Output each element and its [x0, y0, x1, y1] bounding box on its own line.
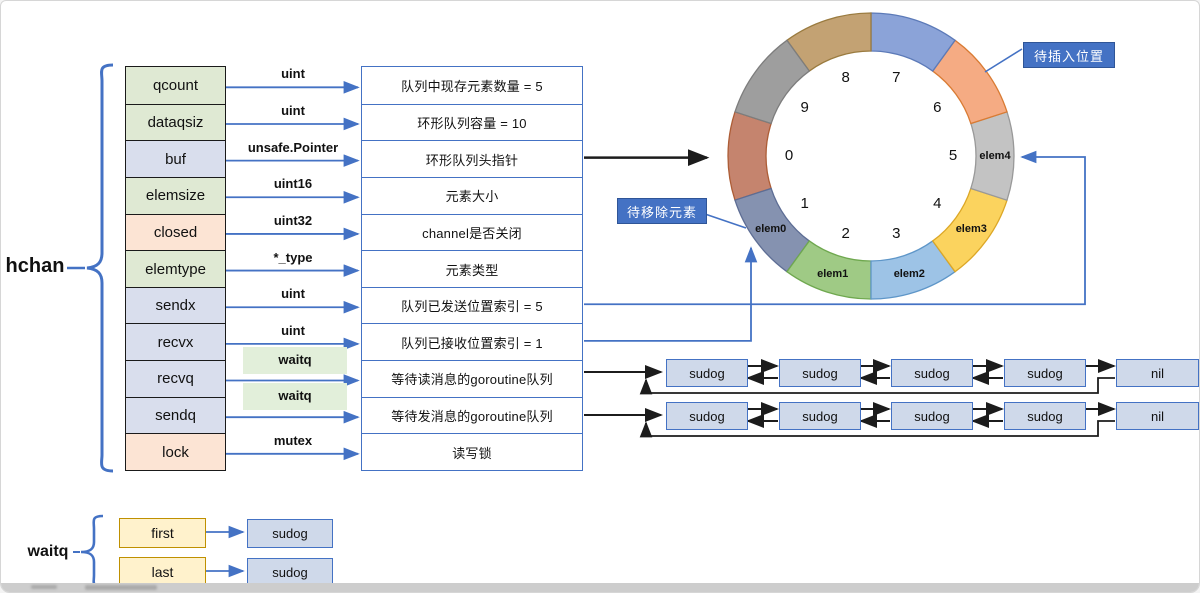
field-desc-closed: channel是否关闭 — [362, 213, 582, 251]
nil-node: nil — [1116, 359, 1199, 387]
field-type-highlight: waitq — [243, 346, 347, 374]
field-desc-recvq: 等待读消息的goroutine队列 — [362, 360, 582, 397]
watermark-bar — [1, 583, 1199, 592]
ring-index-label: 9 — [800, 98, 809, 116]
ring-elem-label: elem4 — [979, 150, 1011, 162]
hchan-field-sendx: sendx — [126, 286, 225, 324]
sudog-node: sudog — [666, 359, 748, 387]
ring-index-label: 4 — [933, 195, 942, 213]
hchan-field-buf: buf — [126, 140, 225, 177]
ring-index-label: 8 — [841, 69, 850, 86]
ring-elem-label: elem3 — [955, 222, 987, 235]
field-type-label: uint — [281, 286, 305, 302]
connector-arrows — [205, 48, 1116, 578]
waitq-sudog-box: sudog — [247, 519, 333, 548]
ring-index-label: 0 — [784, 147, 794, 164]
field-type-label: uint — [281, 102, 305, 118]
field-type-label: uint — [281, 66, 305, 82]
field-desc-sendq: 等待发消息的goroutine队列 — [362, 396, 582, 434]
waitq-first-box: first — [119, 518, 206, 548]
field-desc-lock: 读写锁 — [362, 433, 582, 471]
sudog-node: sudog — [891, 359, 973, 387]
watermark-smudge — [31, 585, 57, 589]
ring-elem-label: elem0 — [755, 222, 787, 235]
field-desc-buf: 环形队列头指针 — [362, 140, 582, 177]
ring-index-label: 6 — [933, 98, 942, 116]
field-type-label: mutex — [273, 432, 313, 448]
ring-index-label: 1 — [800, 195, 809, 213]
nil-node: nil — [1116, 402, 1199, 430]
hchan-field-qcount: qcount — [126, 67, 225, 104]
field-type-label: uint16 — [273, 176, 313, 192]
field-desc-elemsize: 元素大小 — [362, 176, 582, 214]
hchan-field-elemtype: elemtype — [126, 250, 225, 287]
ring-segment-8 — [786, 12, 872, 72]
remove-element-callout: 待移除元素 — [617, 198, 707, 224]
sudog-node: sudog — [779, 402, 861, 430]
watermark-smudge — [85, 585, 157, 590]
ring-elem-label: elem2 — [893, 267, 925, 280]
ring-index-label: 7 — [892, 69, 901, 86]
field-desc-sendx: 队列已发送位置索引 = 5 — [362, 286, 582, 324]
hchan-field-elemsize: elemsize — [126, 176, 225, 214]
ring-segment-7 — [870, 12, 956, 72]
ring-index-label: 3 — [892, 225, 901, 242]
waitq-title: waitq — [27, 543, 69, 560]
ring-index-label: 5 — [948, 147, 958, 164]
sudog-node: sudog — [891, 402, 973, 430]
field-type-label: uint32 — [273, 212, 313, 228]
field-desc-recvx: 队列已接收位置索引 = 1 — [362, 323, 582, 361]
field-type-label: *_type — [273, 249, 313, 265]
hchan-field-recvx: recvx — [126, 323, 225, 361]
hchan-field-closed: closed — [126, 213, 225, 251]
field-type-label: waitq — [278, 351, 312, 367]
hchan-field-sendq: sendq — [126, 396, 225, 434]
hchan-field-recvq: recvq — [126, 360, 225, 397]
sudog-node: sudog — [1004, 402, 1086, 430]
sudog-node: sudog — [1004, 359, 1086, 387]
hchan-field-dataqsiz: dataqsiz — [126, 103, 225, 141]
ring-segment-0 — [727, 110, 772, 202]
field-type-highlight: waitq — [243, 383, 347, 411]
waitq-last-box: last — [119, 557, 206, 587]
field-type-label: uint — [281, 322, 305, 338]
sudog-node: sudog — [666, 402, 748, 430]
field-desc-dataqsiz: 环形队列容量 = 10 — [362, 103, 582, 141]
field-type-label: unsafe.Pointer — [247, 139, 339, 155]
field-type-label: waitq — [278, 388, 312, 404]
hchan-title: hchan — [5, 255, 65, 277]
field-desc-elemtype: 元素类型 — [362, 250, 582, 287]
field-desc-qcount: 队列中现存元素数量 = 5 — [362, 67, 582, 104]
insert-position-callout: 待插入位置 — [1023, 42, 1115, 68]
curly-braces — [67, 63, 114, 588]
hchan-field-lock: lock — [126, 433, 225, 471]
ring-elem-label: elem1 — [817, 267, 849, 280]
sudog-node: sudog — [779, 359, 861, 387]
ring-index-label: 2 — [841, 225, 850, 242]
